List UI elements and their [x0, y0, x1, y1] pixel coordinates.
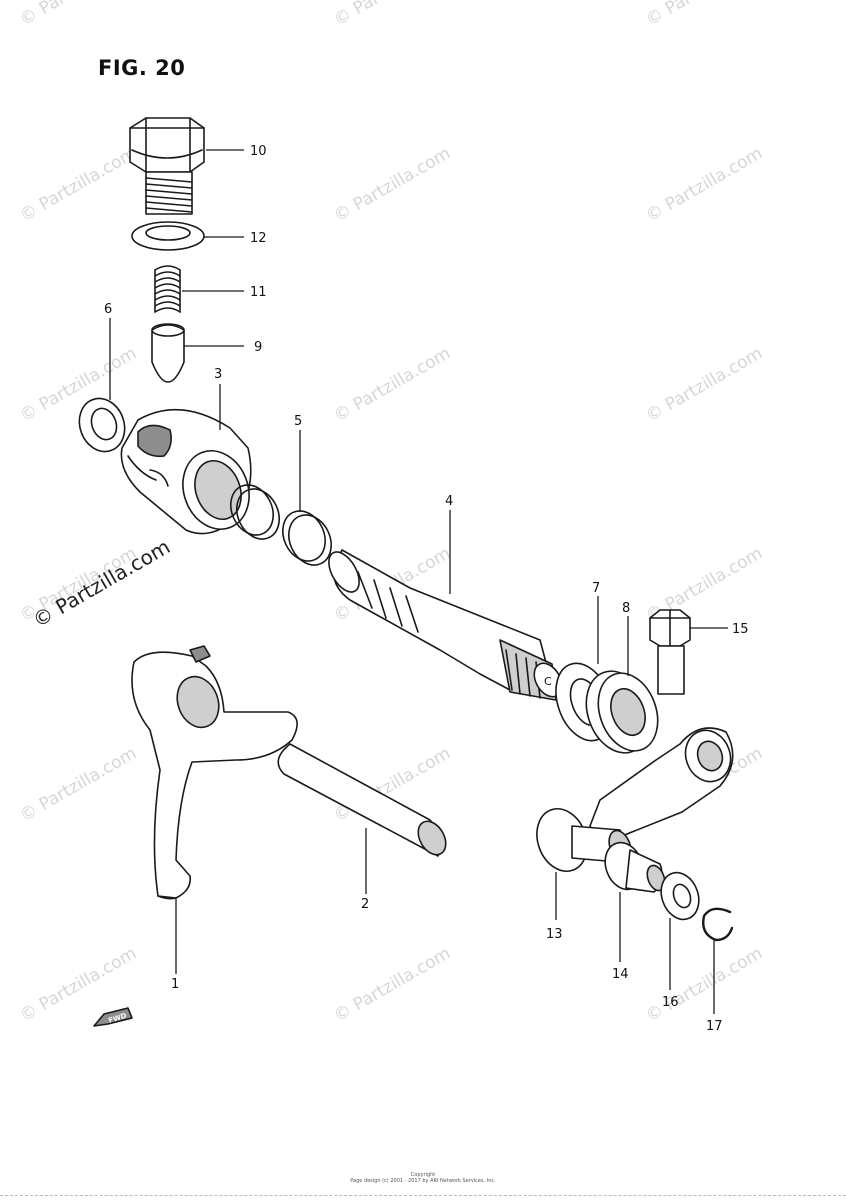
part-17-circlip[interactable] — [702, 907, 734, 942]
part-2-fork-shaft[interactable] — [277, 743, 451, 860]
callout-10: 10 — [250, 144, 267, 159]
callout-1: 1 — [171, 977, 179, 992]
watermark-tile: © Partzilla.com — [17, 743, 141, 826]
part-4-gearshift-shaft[interactable]: C — [323, 547, 568, 702]
part-10-plug-bolt[interactable] — [129, 117, 205, 215]
callout-2: 2 — [361, 897, 369, 912]
callout-13: 13 — [546, 927, 563, 942]
callout-11: 11 — [250, 285, 267, 300]
watermark-large: © Partzilla.com — [29, 534, 175, 632]
copyright-line-2: Page design (c) 2001 - 2017 by ARI Netwo… — [350, 1178, 496, 1184]
callout-8: 8 — [622, 601, 630, 616]
watermark-tile: © Partzilla.com — [17, 0, 141, 30]
callout-16: 16 — [662, 995, 679, 1010]
watermark-tile: © Partzilla.com — [331, 943, 455, 1026]
copyright-footer: Copyright Page design (c) 2001 - 2017 by… — [0, 1172, 846, 1184]
part-11-spring[interactable] — [154, 265, 181, 313]
callout-6: 6 — [104, 302, 112, 317]
copyright-line-1: Copyright — [410, 1172, 436, 1178]
bottom-divider — [0, 1195, 846, 1196]
callout-9: 9 — [254, 340, 262, 355]
callout-3: 3 — [214, 367, 222, 382]
watermark-tile: © Partzilla.com — [17, 143, 141, 226]
watermark-tile: © Partzilla.com — [331, 143, 455, 226]
part-9-cam-stopper-pin[interactable] — [151, 323, 185, 383]
callout-labels: 10 12 11 9 6 3 5 4 7 8 15 2 1 13 14 16 1… — [104, 144, 749, 1034]
watermark-tile: © Partzilla.com — [643, 0, 767, 30]
svg-text:C: C — [544, 675, 552, 688]
callout-14: 14 — [612, 967, 629, 982]
part-1-gearshift-fork[interactable] — [131, 645, 298, 900]
leader-lines — [109, 149, 728, 1014]
part-3-gearshift-cam[interactable] — [120, 408, 259, 539]
callout-17: 17 — [706, 1019, 723, 1034]
part-16-washer[interactable] — [655, 867, 705, 924]
part-6-washer[interactable] — [72, 392, 132, 458]
part-8-bearing[interactable] — [575, 662, 668, 761]
callout-5: 5 — [294, 414, 302, 429]
figure-title: FIG. 20 — [98, 56, 186, 80]
callout-7: 7 — [592, 581, 600, 596]
part-5-spring[interactable] — [223, 478, 339, 572]
watermark-tile: © Partzilla.com — [331, 0, 455, 30]
callout-12: 12 — [250, 231, 267, 246]
callout-4: 4 — [445, 494, 453, 509]
watermark-tile: © Partzilla.com — [643, 143, 767, 226]
watermark-tile: © Partzilla.com — [643, 343, 767, 426]
part-14-spacer[interactable] — [599, 837, 668, 894]
callout-15: 15 — [732, 622, 749, 637]
part-12-washer[interactable] — [131, 221, 205, 251]
fwd-arrow-icon: FWD — [93, 1007, 133, 1027]
part-15-bolt[interactable] — [649, 609, 691, 695]
watermark-tile: © Partzilla.com — [643, 943, 767, 1026]
watermark-tile: © Partzilla.com — [331, 343, 455, 426]
